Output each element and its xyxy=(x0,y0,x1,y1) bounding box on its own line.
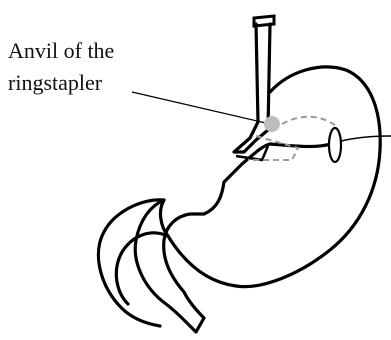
label-line-1: Anvil of the xyxy=(8,38,114,63)
duodenum-inner xyxy=(98,200,164,326)
leader-line xyxy=(132,92,266,123)
anvil xyxy=(264,116,280,132)
stapler-opening xyxy=(329,128,341,162)
label-line-2: ringstapler xyxy=(8,70,103,95)
stapler-shaft xyxy=(341,136,391,141)
duodenum xyxy=(116,233,168,304)
stomach-outline xyxy=(135,24,380,332)
anvil-path-dashed xyxy=(282,117,336,126)
